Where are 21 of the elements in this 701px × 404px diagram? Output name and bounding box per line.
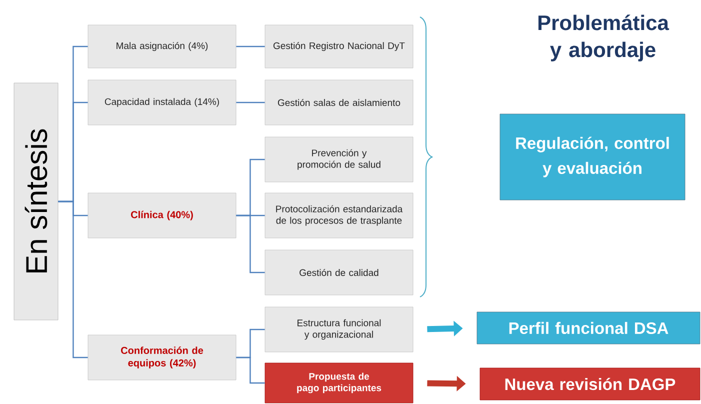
title: Problemática y abordaje xyxy=(538,14,670,62)
highlight-box: Perfil funcional DSA xyxy=(476,312,700,344)
connector-line xyxy=(236,356,265,384)
category-box: Mala asignación (4%) xyxy=(88,24,236,68)
category-box: Gestión Registro Nacional DyT xyxy=(264,24,414,68)
vertical-title-box: En síntesis xyxy=(14,82,58,320)
category-box: Conformación de equipos (42%) xyxy=(88,334,236,380)
category-box: Prevención y promoción de salud xyxy=(264,136,414,182)
connector-line xyxy=(58,200,88,358)
category-box: Estructura funcional y organizacional xyxy=(264,306,414,352)
connector-line xyxy=(236,214,265,274)
highlight-box: Propuesta de pago participantes xyxy=(264,362,414,404)
highlight-box: Regulación, control y evaluación xyxy=(500,114,686,200)
highlight-box: Nueva revisión DAGP xyxy=(480,368,700,400)
connector-line xyxy=(236,46,265,48)
category-box: Clínica (40%) xyxy=(88,192,236,238)
category-box: Gestión salas de aislamiento xyxy=(264,80,414,126)
category-box: Gestión de calidad xyxy=(264,250,414,296)
category-box: Capacidad instalada (14%) xyxy=(88,80,236,126)
category-box: Protocolización estandarizada de los procesos de trasplante xyxy=(264,192,414,238)
connector-line xyxy=(236,102,265,104)
